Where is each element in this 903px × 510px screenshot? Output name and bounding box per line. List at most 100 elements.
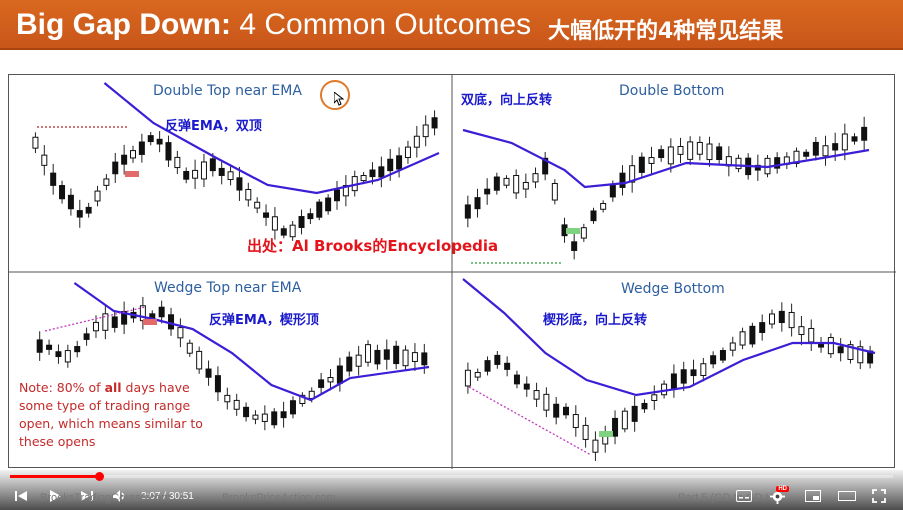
miniplayer-button[interactable] bbox=[805, 486, 821, 506]
theater-mode-button[interactable] bbox=[838, 486, 856, 506]
candle-body bbox=[729, 342, 736, 351]
captions-icon bbox=[736, 490, 752, 502]
candle-body bbox=[827, 337, 834, 355]
candle-body bbox=[580, 227, 587, 239]
candle-body bbox=[147, 135, 154, 143]
candle-body bbox=[739, 331, 746, 346]
chapter-title[interactable]: Part 5 (GD to GD H) bbox=[678, 492, 778, 504]
candle-body bbox=[522, 181, 529, 190]
candle-body bbox=[803, 151, 810, 157]
candle-body bbox=[619, 172, 626, 188]
volume-icon bbox=[113, 490, 125, 502]
candle-body bbox=[307, 213, 314, 220]
captions-button[interactable] bbox=[736, 486, 752, 506]
candle-body bbox=[841, 133, 848, 151]
ema-line bbox=[73, 282, 430, 402]
candle-body bbox=[74, 346, 81, 353]
candle-body bbox=[243, 406, 250, 418]
candle-body bbox=[474, 371, 481, 378]
candle-body bbox=[798, 326, 805, 336]
candle-body bbox=[621, 410, 628, 430]
cursor-highlight-ring bbox=[320, 80, 350, 110]
candle-body bbox=[32, 136, 39, 149]
candle-body bbox=[92, 321, 99, 332]
candle-body bbox=[138, 141, 145, 155]
candle-body bbox=[263, 212, 270, 218]
progress-scrubber[interactable] bbox=[95, 472, 105, 481]
candle-body bbox=[808, 327, 815, 343]
volume-button[interactable] bbox=[112, 486, 128, 506]
settings-button[interactable]: HD bbox=[770, 486, 789, 506]
candle-body bbox=[563, 406, 569, 416]
candle-body bbox=[667, 146, 674, 165]
candle-body bbox=[41, 154, 48, 166]
candle-body bbox=[103, 178, 110, 186]
candle-body bbox=[847, 344, 854, 360]
candle-body bbox=[832, 143, 839, 151]
candle-body bbox=[523, 383, 530, 390]
candle-body bbox=[186, 342, 193, 354]
skip-previous-icon bbox=[15, 491, 27, 501]
candle-body bbox=[706, 143, 713, 161]
note-prefix: Note: 80% of bbox=[19, 380, 105, 395]
candle-body bbox=[532, 173, 539, 183]
candle-body bbox=[641, 402, 648, 410]
progress-fill bbox=[10, 475, 100, 478]
candle-body bbox=[289, 224, 296, 238]
candle-body bbox=[76, 210, 83, 218]
progress-bar[interactable] bbox=[10, 472, 893, 481]
candle-body bbox=[422, 124, 429, 138]
candle-body bbox=[261, 413, 268, 422]
candle-body bbox=[590, 210, 597, 222]
candle-body bbox=[111, 316, 118, 328]
candle-body bbox=[749, 325, 756, 345]
slide-title-chinese: 大幅低开的4种常见结果 bbox=[548, 19, 784, 44]
candle-body bbox=[494, 354, 501, 365]
time-display: 3:07 / 30:51 bbox=[141, 490, 194, 502]
candle-body bbox=[600, 202, 607, 210]
candle-body bbox=[50, 172, 57, 186]
source-credit: 出处：Al Brooks的Encyclopedia bbox=[247, 237, 499, 255]
candle-body bbox=[130, 150, 136, 159]
next-button[interactable] bbox=[80, 486, 94, 506]
panel-note-wedge-top: 反弹EMA，楔形顶 bbox=[209, 313, 319, 328]
candle-body bbox=[631, 405, 638, 422]
watermark-center: BrooksPriceAction.com bbox=[222, 492, 336, 504]
candle-body bbox=[582, 424, 589, 440]
video-player-controls[interactable]: 3:07 / 30:51 BrooksTradingCourse.com Bro… bbox=[0, 470, 903, 510]
panel-note-double-bottom: 双底，向上反转 bbox=[461, 93, 553, 108]
candle-body bbox=[812, 141, 819, 156]
current-time: 3:07 bbox=[141, 490, 161, 502]
candle-body bbox=[85, 206, 92, 214]
candle-body bbox=[168, 314, 175, 330]
candle-body bbox=[46, 344, 53, 350]
candle-body bbox=[648, 157, 655, 164]
candle-body bbox=[299, 394, 306, 405]
candle-body bbox=[484, 360, 491, 372]
candle-body bbox=[851, 136, 858, 142]
candle-body bbox=[378, 166, 385, 178]
candle-body bbox=[404, 146, 411, 159]
candle-body bbox=[236, 177, 243, 191]
candle-body bbox=[55, 351, 62, 358]
candle-body bbox=[214, 375, 221, 393]
candle-body bbox=[759, 322, 766, 333]
note-text: Note: 80% of all days have some type of … bbox=[19, 379, 209, 451]
candle-body bbox=[112, 161, 119, 175]
candle-body bbox=[513, 174, 520, 194]
candle-body bbox=[209, 158, 216, 172]
play-button[interactable] bbox=[48, 486, 62, 506]
candle-body bbox=[196, 350, 203, 370]
previous-button[interactable] bbox=[14, 486, 28, 506]
candle-body bbox=[327, 377, 334, 383]
candle-body bbox=[687, 141, 694, 160]
panel-title-wedge-bottom: Wedge Bottom bbox=[621, 281, 725, 297]
candle-body bbox=[233, 399, 240, 410]
candle-body bbox=[139, 305, 146, 322]
fullscreen-button[interactable] bbox=[872, 486, 886, 506]
candle-body bbox=[102, 313, 109, 331]
candle-body bbox=[271, 411, 278, 426]
candle-body bbox=[156, 138, 163, 145]
candle-body bbox=[316, 201, 323, 218]
candle-body bbox=[464, 369, 471, 387]
